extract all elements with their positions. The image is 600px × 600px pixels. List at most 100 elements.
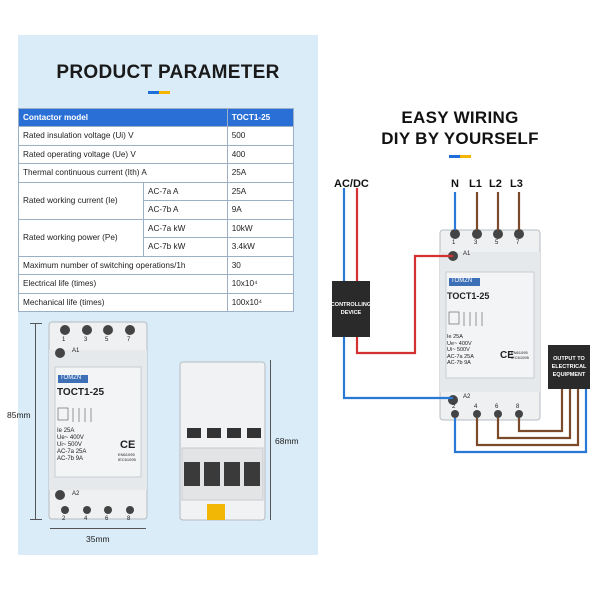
wire-blue-acdc [342,188,453,400]
model-text-right: TOCT1-25 [447,291,490,301]
front-bottom-terminal-6: 6 [105,516,109,522]
bottom-terminal-6: 6 [495,404,499,410]
table-cell: 25A [226,181,295,201]
title-underline-left [148,91,170,94]
a2-label: A2 [463,394,471,400]
terminal-screw [473,410,481,418]
depth-dimension-line [270,360,271,520]
table-row: Mechanical life (times) 100x10⁴ [18,292,295,312]
width-dimension: 35mm [86,534,110,544]
height-dimension-cap-bottom [30,519,42,520]
top-terminal-7: 7 [516,240,520,246]
front-bottom-screws [55,490,134,514]
table-cell: 10kW [226,218,295,238]
ce-mark-right: CE [500,350,514,361]
terminal-screw [514,229,524,239]
width-dimension-line [50,528,146,529]
spec-table: Contactor model TOCT1-25 Rated insulatio… [18,108,295,312]
table-cell: Mechanical life (times) [18,292,228,312]
model-text-left: TOCT1-25 [57,387,105,398]
title-underline-right [449,155,471,158]
spec-lines-right: Ie 25A Ue~ 400V Ui~ 500V AC-7a 25A AC-7b… [447,334,474,366]
device-panel-right [445,271,535,379]
product-parameter-title: PRODUCT PARAMETER [56,62,280,83]
top-terminal-5: 5 [495,240,499,246]
front-bottom-terminal-8: 8 [127,516,131,522]
spec-lines-left: Ie 25A Ue~ 400V Ui~ 500V AC-7a 25A AC-7b… [57,428,87,462]
table-cell: 400 [226,144,295,164]
wire-out-n [453,388,588,454]
controlling-device-box: CONTROLLING DEVICE [331,281,371,337]
device-front-panel [54,366,142,478]
front-top-screws [55,325,135,358]
height-dimension-line [35,323,36,519]
top-terminal-1: 1 [452,240,456,246]
easy-wiring-title: EASY WIRING [401,108,519,127]
terminal-screw [450,229,460,239]
front-top-terminal-7: 7 [127,337,131,343]
table-row: Maximum number of switching operations/1… [18,255,295,275]
front-a2-label: A2 [72,491,80,497]
table-header-model: Contactor model [18,108,228,127]
output-equipment-box: OUTPUT TO ELECTRICAL EQUIPMENT [548,345,590,389]
terminal-screw [472,229,482,239]
table-cell: Rated working power (Pe) [18,218,144,257]
table-row: Rated insulation voltage (Ui) V 500 [18,126,295,146]
wire-out-1 [475,388,580,447]
terminal-screw [451,410,459,418]
table-cell: Rated operating voltage (Ue) V [18,144,228,164]
table-row: Rated operating voltage (Ue) V 400 [18,144,295,164]
depth-dimension: 68mm [275,436,299,446]
front-a1-label: A1 [72,348,80,354]
bottom-terminal-2: 2 [452,404,456,410]
top-terminal-screws [448,229,524,261]
l1-label: L1 [469,178,482,190]
ce-mark-left: CE [120,439,135,451]
bottom-terminal-8: 8 [516,404,520,410]
table-header-value: TOCT1-25 [226,108,295,127]
terminal-screw [494,410,502,418]
side-terminals [184,462,260,486]
height-dimension: 85mm [7,410,31,420]
acdc-label: AC/DC [334,178,369,190]
table-cell: 9A [226,200,295,220]
l2-label: L2 [489,178,502,190]
l3-label: L3 [510,178,523,190]
table-cell: AC-7b A [143,200,228,220]
wire-red-acdc [355,188,453,355]
din-clip [207,504,225,520]
table-header-row: Contactor model TOCT1-25 [18,108,295,127]
table-row: Rated working current (Ie) AC-7a A 25A [18,181,295,220]
terminal-screw [515,410,523,418]
front-top-terminal-5: 5 [105,337,109,343]
bottom-terminal-4: 4 [474,404,478,410]
front-top-terminal-1: 1 [62,337,66,343]
brand-text-right: TOMZN [451,278,473,284]
contact-schematic-right [448,311,483,326]
side-top-slots [187,428,261,438]
table-row: AC-7b kW 3.4kW [19,237,295,257]
wire-out-2 [496,388,572,440]
table-row: Rated working power (Pe) AC-7a kW 10kW [18,218,295,257]
terminal-screw [493,229,503,239]
table-cell: 500 [226,126,295,146]
table-cell: 3.4kW [226,237,295,257]
brand-text-left: TOMZN [60,375,82,381]
top-terminal-3: 3 [474,240,478,246]
table-cell: 25A [226,163,295,183]
wire-out-3 [517,388,564,433]
brand-plate-left [58,375,88,383]
a1-label: A1 [463,251,471,257]
diy-title: DIY BY YOURSELF [381,129,539,148]
height-dimension-cap-top [30,323,42,324]
front-bottom-terminal-2: 2 [62,516,66,522]
n-label: N [451,178,459,190]
front-bottom-terminal-4: 4 [84,516,88,522]
front-top-terminal-3: 3 [84,337,88,343]
table-row: AC-7b A 9A [19,200,295,220]
contact-schematic-left [57,407,92,422]
brand-plate-right [449,278,480,286]
